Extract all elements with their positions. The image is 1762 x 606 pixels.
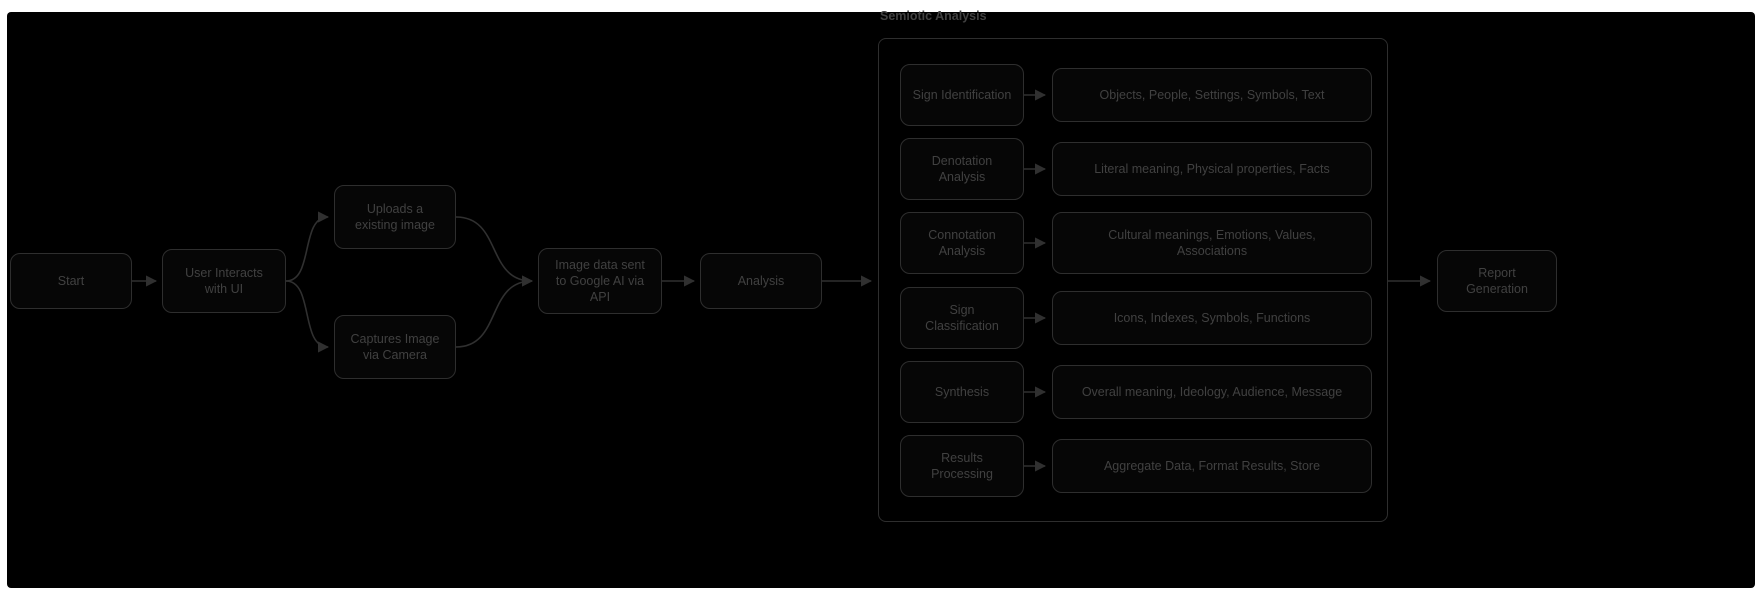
node-start: Start xyxy=(10,253,132,309)
node-synthesis: Synthesis xyxy=(900,361,1024,423)
node-report-generation: Report Generation xyxy=(1437,250,1557,312)
node-synthesis-detail: Overall meaning, Ideology, Audience, Mes… xyxy=(1052,365,1372,419)
node-sign-identification: Sign Identification xyxy=(900,64,1024,126)
subgraph-title: Semiotic Analysis xyxy=(880,9,987,23)
node-user-interacts: User Interacts with UI xyxy=(162,249,286,313)
node-results-processing-detail: Aggregate Data, Format Results, Store xyxy=(1052,439,1372,493)
node-connotation-analysis: Connotation Analysis xyxy=(900,212,1024,274)
node-denotation-analysis: Denotation Analysis xyxy=(900,138,1024,200)
node-capture-image: Captures Image via Camera xyxy=(334,315,456,379)
subgraph-semiotic-analysis xyxy=(878,38,1388,522)
node-sign-classification: Sign Classification xyxy=(900,287,1024,349)
node-send-to-api: Image data sent to Google AI via API xyxy=(538,248,662,314)
node-sign-classification-detail: Icons, Indexes, Symbols, Functions xyxy=(1052,291,1372,345)
node-connotation-analysis-detail: Cultural meanings, Emotions, Values, Ass… xyxy=(1052,212,1372,274)
node-denotation-analysis-detail: Literal meaning, Physical properties, Fa… xyxy=(1052,142,1372,196)
node-upload-image: Uploads a existing image xyxy=(334,185,456,249)
node-analysis: Analysis xyxy=(700,253,822,309)
node-sign-identification-detail: Objects, People, Settings, Symbols, Text xyxy=(1052,68,1372,122)
node-results-processing: Results Processing xyxy=(900,435,1024,497)
